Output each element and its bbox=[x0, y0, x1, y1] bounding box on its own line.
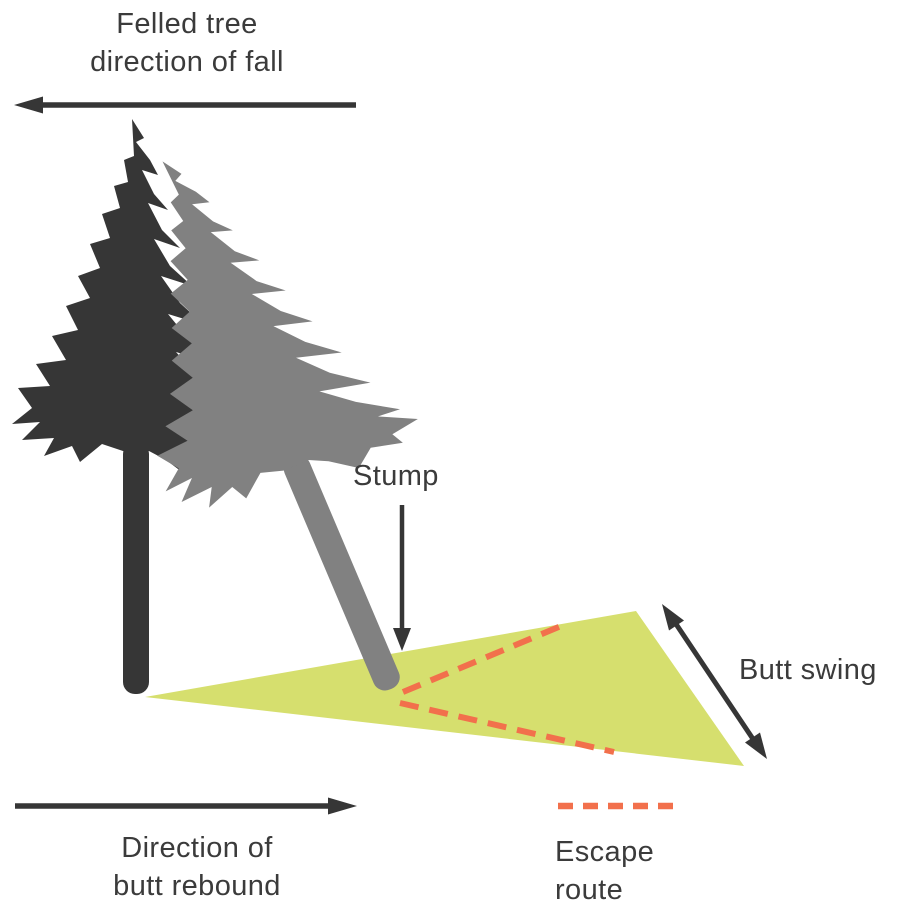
escape-route-line1: Escape bbox=[555, 836, 655, 868]
butt-rebound-line1: Direction of bbox=[121, 832, 273, 864]
stump-label-text: Stump bbox=[353, 460, 439, 492]
stump-pointer-arrow-icon bbox=[393, 505, 411, 651]
felled-tree-direction-line1: Felled tree bbox=[116, 8, 258, 40]
butt-rebound-arrow-icon bbox=[15, 797, 357, 815]
felled-tree-direction-label: Felled tree direction of fall bbox=[90, 5, 284, 81]
butt-rebound-line2: butt rebound bbox=[113, 870, 281, 902]
escape-route-line-lower bbox=[399, 700, 615, 755]
butt-swing-label-text: Butt swing bbox=[739, 654, 877, 686]
felled-tree-direction-line2: direction of fall bbox=[90, 46, 284, 78]
butt-swing-arrow-icon bbox=[662, 604, 767, 759]
stump-label: Stump bbox=[353, 457, 439, 495]
butt-swing-zone bbox=[145, 611, 744, 766]
escape-route-label: Escape route bbox=[555, 833, 654, 909]
butt-swing-label: Butt swing bbox=[739, 651, 877, 689]
escape-route-line2: route bbox=[555, 874, 624, 906]
butt-rebound-label: Direction of butt rebound bbox=[113, 829, 281, 905]
direction-of-fall-arrow-icon bbox=[14, 96, 356, 114]
